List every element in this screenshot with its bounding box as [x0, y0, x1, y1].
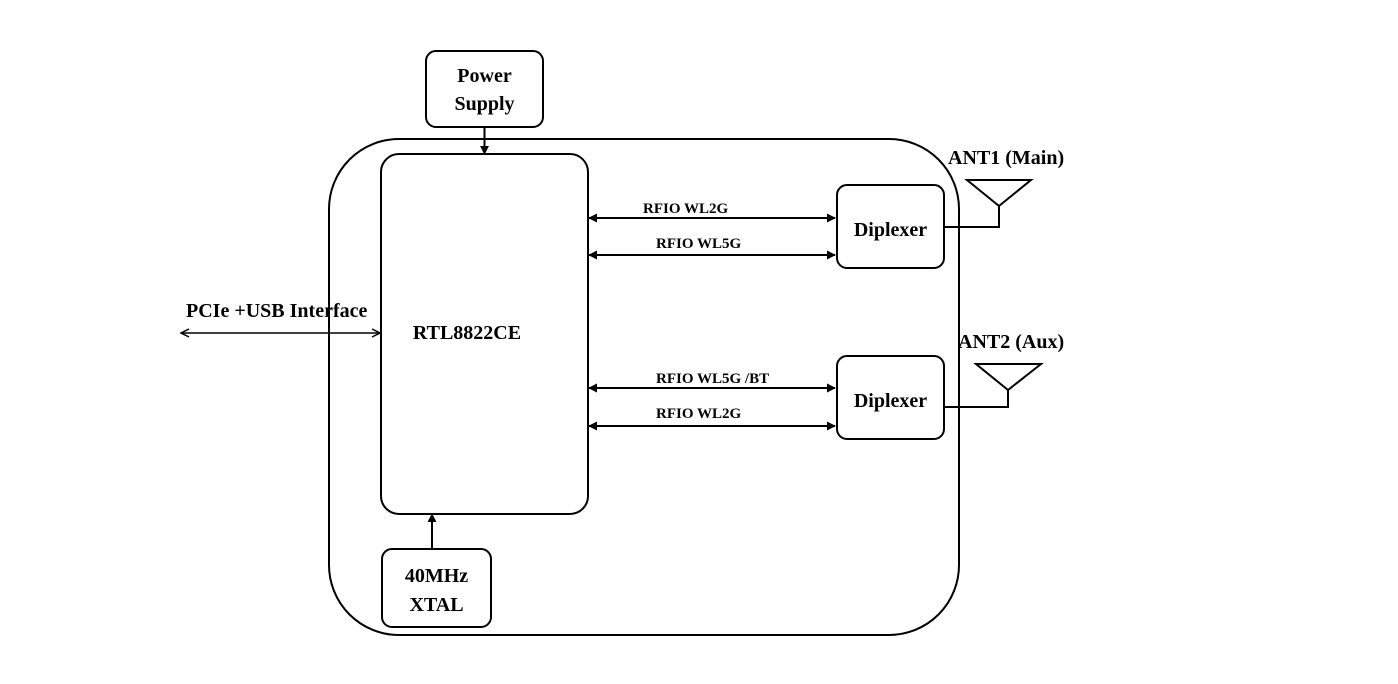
rfio-bottom-1-label: RFIO WL5G /BT: [656, 371, 769, 387]
xtal-block: [381, 548, 492, 628]
rfio-bottom-2-label: RFIO WL2G: [656, 406, 741, 422]
diplexer-bottom-label: Diplexer: [854, 390, 927, 412]
antenna-aux-label: ANT2 (Aux): [958, 331, 1064, 353]
xtal-label-line1: 40MHz: [405, 565, 468, 587]
diplexer-bottom-block: [836, 355, 945, 440]
antenna-aux-feed: [944, 390, 1009, 408]
host-interface-label: PCIe +USB Interface: [186, 300, 367, 322]
antenna-main-feed: [944, 206, 1000, 228]
antenna-main-icon: [964, 179, 1034, 208]
power-supply-block: [425, 50, 544, 128]
diplexer-top-label: Diplexer: [854, 219, 927, 241]
rfio-top-1-label: RFIO WL2G: [643, 201, 728, 217]
xtal-label-line2: XTAL: [409, 594, 463, 616]
power-supply-label-line1: Power: [457, 65, 512, 87]
power-supply-label-line2: Supply: [454, 93, 514, 115]
antenna-aux-icon: [973, 363, 1044, 392]
antenna-main-label: ANT1 (Main): [948, 147, 1064, 169]
rtl8822ce-chip-block: [380, 153, 589, 515]
rfio-top-2-label: RFIO WL5G: [656, 236, 741, 252]
chip-label: RTL8822CE: [413, 322, 521, 344]
